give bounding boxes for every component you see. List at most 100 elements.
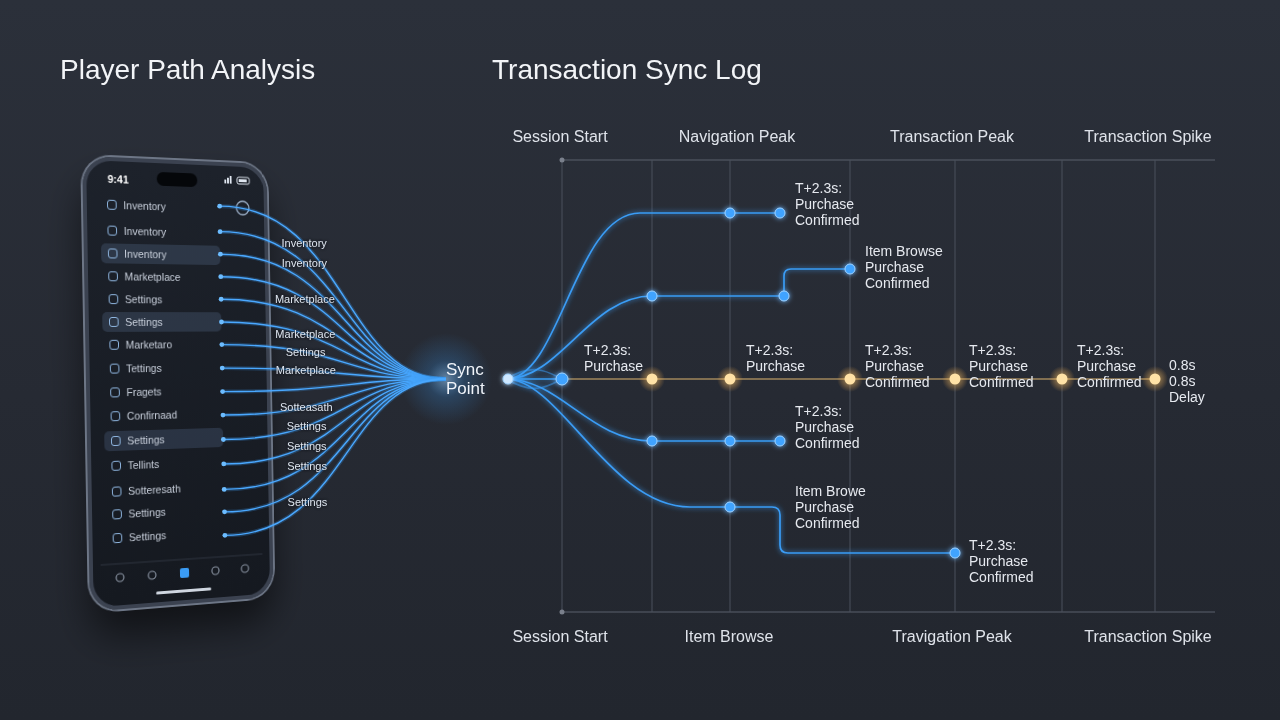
connector-label: Settings <box>287 420 327 433</box>
timeline-dot <box>775 208 785 218</box>
battery-level <box>239 179 247 182</box>
dot-glow <box>717 366 743 392</box>
menu-row: Confirnaad <box>104 404 223 427</box>
axis-dot <box>560 158 565 163</box>
signal-bar <box>227 178 229 184</box>
motion-streaks <box>22 318 86 342</box>
home-indicator <box>156 587 211 594</box>
connector-label: Marketplace <box>275 328 335 341</box>
streak <box>28 317 86 319</box>
event-dot <box>725 374 736 385</box>
node-text: Sotteresath <box>128 483 181 497</box>
menu-row: Settings <box>104 428 223 452</box>
event-note: T+2.3s: Purchase Confirmed <box>969 342 1053 390</box>
node-text: Sync Point <box>446 360 485 398</box>
sync-dot <box>503 374 513 384</box>
dot-glow <box>1142 366 1168 392</box>
event-dot <box>647 374 658 385</box>
phone-device: 9:41InventoryInventoryInventoryMarketpla… <box>82 156 273 612</box>
timeline-dot <box>725 436 735 446</box>
menu-row: Settings <box>102 289 221 309</box>
menu-row: Inventory <box>100 194 219 217</box>
dot-glow <box>942 366 968 392</box>
connector-label: Settings <box>286 346 326 359</box>
phone-notch <box>157 172 198 187</box>
event-note: Item Browe Purchase Confirmed <box>795 483 879 531</box>
tab-icon <box>212 567 219 575</box>
event-dot <box>1150 374 1161 385</box>
tab-icon-active <box>180 568 189 578</box>
menu-row: Tettings <box>103 357 222 378</box>
phone-details <box>86 160 270 607</box>
streak <box>48 341 86 343</box>
event-note: T+2.3s: Purchase <box>746 342 830 374</box>
branch-line <box>506 269 850 379</box>
branch-line <box>506 370 562 379</box>
axis-rule <box>560 160 1215 161</box>
tab-icon <box>148 571 156 579</box>
tab-icon <box>241 564 248 572</box>
signal-bar <box>230 176 232 184</box>
node-text: Marketaro <box>126 339 173 351</box>
node-text: Settings <box>127 433 164 446</box>
tab-icon <box>116 573 124 581</box>
grid-line <box>562 160 563 612</box>
event-note: T+2.3s: Purchase Confirmed <box>795 403 879 451</box>
sync-point: Sync Point <box>446 360 498 398</box>
node-text: Settings <box>125 316 163 328</box>
dot-glow <box>837 366 863 392</box>
axis-header: Transaction Spike <box>1084 127 1211 147</box>
menu-row: Settings <box>106 522 225 549</box>
timeline-dot <box>950 548 960 558</box>
page-title: Player Path Analysis <box>60 53 315 87</box>
connector-label: Sotteasath <box>280 401 333 414</box>
tab-divider <box>101 554 263 565</box>
node-text: Confirnaad <box>127 409 178 422</box>
timeline-dot <box>725 208 735 218</box>
event-dot <box>950 374 961 385</box>
menu-row: Tellints <box>105 452 224 476</box>
branch-line <box>506 379 562 388</box>
connector-label: Settings <box>287 439 327 452</box>
axis-rule <box>560 612 1215 613</box>
menu-row: Inventory <box>101 220 220 243</box>
event-note: T+2.3s: Purchase Confirmed <box>795 180 879 228</box>
menu-row: Sotteresath <box>105 477 224 502</box>
event-note: T+2.3s: Purchase Confirmed <box>865 342 949 390</box>
node-text: Inventory <box>123 199 166 212</box>
streak <box>40 325 86 328</box>
menu-row: Settings <box>102 312 221 332</box>
search-icon <box>236 201 249 215</box>
sync-glow <box>400 333 492 425</box>
menu-row: Marketplace <box>101 266 220 287</box>
branch-line <box>506 379 955 553</box>
menu-row: Fragets <box>103 381 222 403</box>
event-dot <box>1057 374 1068 385</box>
timeline-dot <box>845 264 855 274</box>
section-heading: Transaction Sync Log <box>492 53 762 87</box>
node-text: Inventory <box>124 248 167 261</box>
timeline-dot <box>556 373 568 385</box>
delay-note: 0.8s 0.8s Delay <box>1169 357 1209 405</box>
connector-label: Marketplace <box>275 292 335 305</box>
event-note: Item Browse Purchase Confirmed <box>865 243 949 291</box>
timeline-dot <box>725 502 735 512</box>
battery-icon <box>237 177 250 184</box>
node-text: Tellints <box>128 458 160 471</box>
node-text: Inventory <box>124 225 167 238</box>
axis-header: Transaction Peak <box>890 127 1014 147</box>
connector-label: Marketplace <box>276 364 336 377</box>
timeline-dot <box>779 291 789 301</box>
node-text: Fragets <box>126 386 161 399</box>
menu-row: Settings <box>105 499 224 525</box>
node-text: Marketplace <box>124 271 180 283</box>
event-note: T+2.3s: Purchase Confirmed <box>1077 342 1161 390</box>
connector-label: Inventory <box>282 237 327 250</box>
event-dot <box>845 374 856 385</box>
event-note: T+2.3s: Purchase <box>584 342 668 374</box>
timeline-dot <box>647 291 657 301</box>
axis-dot <box>560 610 565 615</box>
node-text: Settings <box>129 529 166 543</box>
connector-label: Settings <box>287 459 327 472</box>
